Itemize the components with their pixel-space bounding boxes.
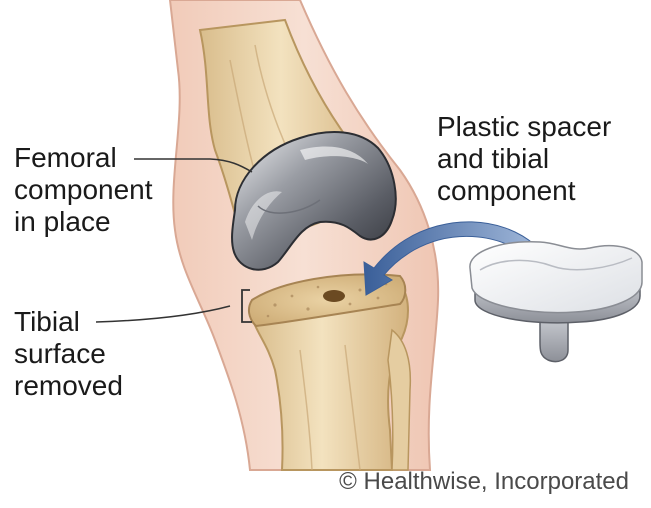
tibial-stem <box>540 318 568 362</box>
spacer-and-tibial-component <box>470 242 642 362</box>
plastic-spacer <box>470 242 642 313</box>
spacer-and-tibial-component-label: Plastic spacer and tibial component <box>437 111 611 207</box>
tibial-surface-label: Tibial surface removed <box>14 306 123 402</box>
copyright-credit: © Healthwise, Incorporated <box>339 468 629 496</box>
tibial-canal-hole <box>323 290 345 302</box>
femoral-component-label: Femoral component in place <box>14 142 153 238</box>
